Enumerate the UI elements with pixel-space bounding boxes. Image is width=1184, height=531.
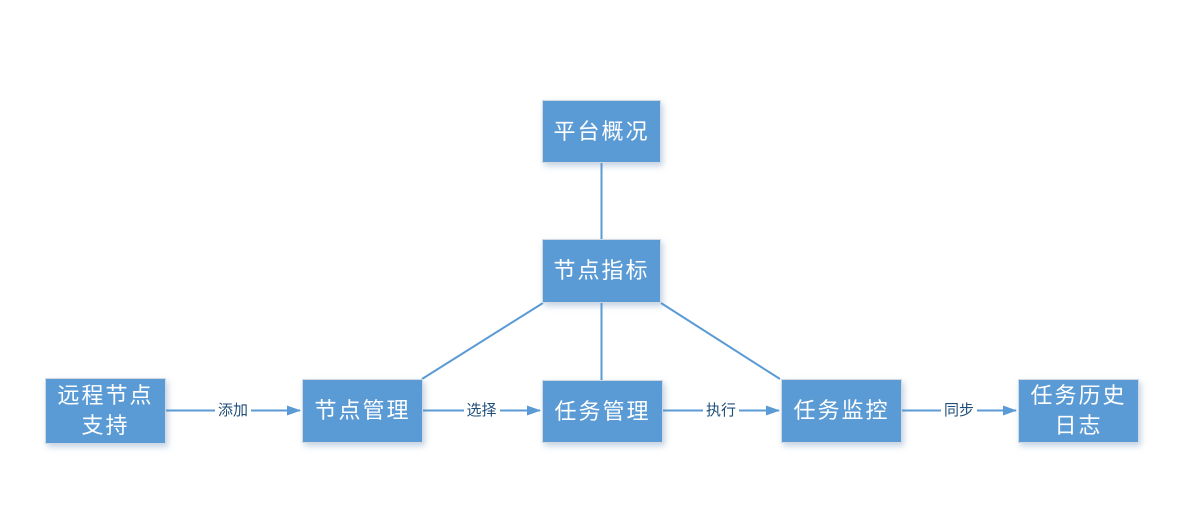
edge-metrics-to-task-monitoring xyxy=(660,302,781,380)
node-node-management: 节点管理 xyxy=(302,379,423,443)
edge-metrics-to-node-management xyxy=(421,302,544,380)
node-label-task-management: 任务管理 xyxy=(554,398,651,424)
node-label-task-history-log: 任务历史 日志 xyxy=(1030,383,1127,438)
node-label-remote-node-support: 远程节点 支持 xyxy=(57,383,154,438)
node-label-platform-overview: 平台概况 xyxy=(553,118,650,144)
node-platform-overview: 平台概况 xyxy=(542,100,661,163)
node-task-monitoring: 任务监控 xyxy=(781,379,902,443)
node-label-task-monitoring: 任务监控 xyxy=(793,398,890,423)
edge-label-monitoring-to-history: 同步 xyxy=(940,401,978,420)
edge-label-task-to-monitoring: 执行 xyxy=(702,401,740,420)
edge-label-support-to-node-management: 添加 xyxy=(214,401,252,420)
node-task-management: 任务管理 xyxy=(542,380,663,443)
node-label-node-management: 节点管理 xyxy=(314,398,411,423)
edge-label-node-to-task-management: 选择 xyxy=(463,401,500,420)
node-node-metrics: 节点指标 xyxy=(542,239,661,303)
node-task-history-log: 任务历史 日志 xyxy=(1018,379,1139,443)
node-remote-node-support: 远程节点 支持 xyxy=(45,378,166,444)
node-label-node-metrics: 节点指标 xyxy=(553,258,650,283)
